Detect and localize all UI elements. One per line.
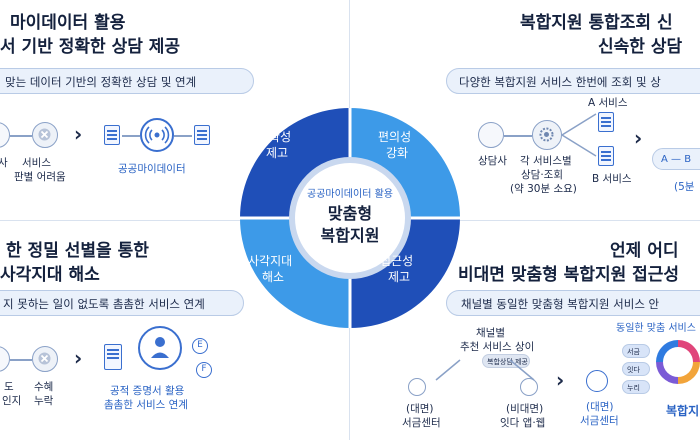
bl-title-line2: 사각지대 해소 — [0, 265, 100, 285]
tr-ab-chip: A — B — [652, 148, 700, 170]
br-recommend-2: 추천 서비스 상이 — [460, 341, 535, 353]
tr-five-min: (5분 — [674, 181, 695, 193]
channel-lines — [435, 359, 535, 381]
building-icon — [586, 370, 608, 392]
user-document-icon — [138, 326, 182, 370]
br-face-2: 서금센터 — [402, 417, 441, 429]
br-face2-1: (대면) — [586, 401, 614, 413]
br-chip-2: 잇다 — [622, 362, 650, 376]
person-icon — [0, 122, 10, 148]
tl-title-line1: 마이데이터 활용 — [10, 13, 126, 33]
letter-f-icon: F — [196, 362, 212, 378]
br-combo-label: 복합지 — [666, 404, 700, 418]
br-same-service: 동일한 맞춤 서비스 — [616, 323, 696, 334]
seg-tl-line2: 제고 — [266, 146, 289, 160]
chevron-right-icon: › — [556, 368, 565, 392]
cross-icon — [32, 122, 58, 148]
bl-item2-label-b: 누락 — [34, 395, 54, 407]
connector-line — [504, 135, 532, 137]
br-face-1: (대면) — [406, 403, 434, 415]
gear-icon — [532, 120, 562, 150]
br-tag-chip: 복합상담 제공 — [482, 354, 530, 368]
building-icon — [408, 378, 426, 396]
tr-each-service-1: 각 서비스별 — [520, 155, 572, 167]
tr-title-line1: 복합지원 통합조회 신 — [520, 13, 673, 33]
br-nonface-2: 잇다 앱·웹 — [500, 417, 546, 429]
tr-service-a: A 서비스 — [588, 97, 628, 109]
connector-line — [10, 359, 32, 361]
seg-br-line1: 접근성 — [380, 254, 414, 268]
center-title-line1: 맞춤형 — [327, 204, 373, 223]
tr-each-service-2: 상담·조회 — [521, 169, 563, 181]
br-title-line2: 비대면 맞춤형 복합지원 접근성 — [458, 265, 680, 285]
phone-icon — [520, 378, 538, 396]
counselor-icon — [478, 122, 504, 148]
chevron-right-icon: › — [74, 346, 83, 370]
bl-title-line1: 한 정밀 선별을 통한 — [6, 241, 149, 261]
connector-line — [174, 135, 192, 137]
document-icon — [598, 146, 614, 166]
br-summary-pill: 채널별 동일한 맞춤형 복합지원 서비스 안 — [446, 290, 700, 316]
connector-line — [10, 135, 32, 137]
bl-item1-label-a: 도 — [4, 381, 14, 393]
chevron-right-icon: › — [74, 122, 83, 146]
tr-title-line2: 신속한 상담 — [598, 37, 683, 57]
tl-item2-label-b: 판별 어려움 — [14, 171, 66, 183]
seg-bl-line1: 사각지대 — [248, 254, 293, 268]
document-icon — [598, 112, 614, 132]
br-title-line1: 언제 어디 — [610, 241, 679, 261]
tl-item1-label: 사 — [0, 157, 8, 169]
tl-title-line2: 서 기반 정확한 상담 제공 — [0, 37, 181, 57]
bl-item3-label-a: 공적 증명서 활용 — [110, 385, 185, 397]
bl-item1-label-b: 인지 — [2, 395, 22, 407]
center-title-line2: 복합지원 — [320, 226, 380, 245]
br-chip-1: 서금 — [622, 344, 650, 358]
br-face2-2: 서금센터 — [580, 415, 619, 427]
document-icon — [194, 125, 210, 145]
tr-summary-pill: 다양한 복합지원 서비스 한번에 조회 및 상 — [446, 68, 700, 94]
br-nonface-1: (비대면) — [506, 403, 544, 415]
center-ring — [240, 108, 460, 328]
branch-lines — [561, 113, 597, 157]
seg-br-line2: 제고 — [388, 270, 411, 284]
chevron-right-icon: › — [634, 126, 643, 150]
document-icon — [104, 125, 120, 145]
center-subtitle: 공공마이데이터 활용 — [307, 189, 393, 200]
tl-summary-pill: 맞는 데이터 기반의 정확한 상담 및 연계 — [0, 68, 254, 94]
letter-e-icon: E — [192, 338, 208, 354]
person-icon — [0, 346, 10, 372]
seg-tr-line2: 강화 — [386, 146, 409, 160]
seg-tl-line1: 정확성 — [258, 130, 292, 144]
tl-item3-label: 공공마이데이터 — [118, 163, 186, 175]
seg-bl-line2: 해소 — [262, 270, 285, 284]
cross-icon — [32, 346, 58, 372]
br-recommend-1: 채널별 — [476, 327, 505, 339]
tr-counselor-label: 상담사 — [478, 155, 507, 167]
certificate-icon — [104, 344, 122, 370]
tr-service-b: B 서비스 — [592, 173, 632, 185]
seg-tr-line1: 편의성 — [378, 130, 412, 144]
connector-line — [122, 135, 140, 137]
signal-icon — [140, 118, 174, 152]
bl-item3-label-b: 촘촘한 서비스 연계 — [104, 399, 188, 411]
tr-each-service-3: (약 30분 소요) — [510, 183, 577, 195]
br-chip-3: 누리 — [622, 380, 650, 394]
tl-item2-label-a: 서비스 — [22, 157, 51, 169]
bl-summary-pill: 지 못하는 일이 없도록 촘촘한 서비스 연계 — [0, 290, 244, 316]
bl-item2-label-a: 수혜 — [34, 381, 54, 393]
people-group-icon — [656, 340, 700, 384]
